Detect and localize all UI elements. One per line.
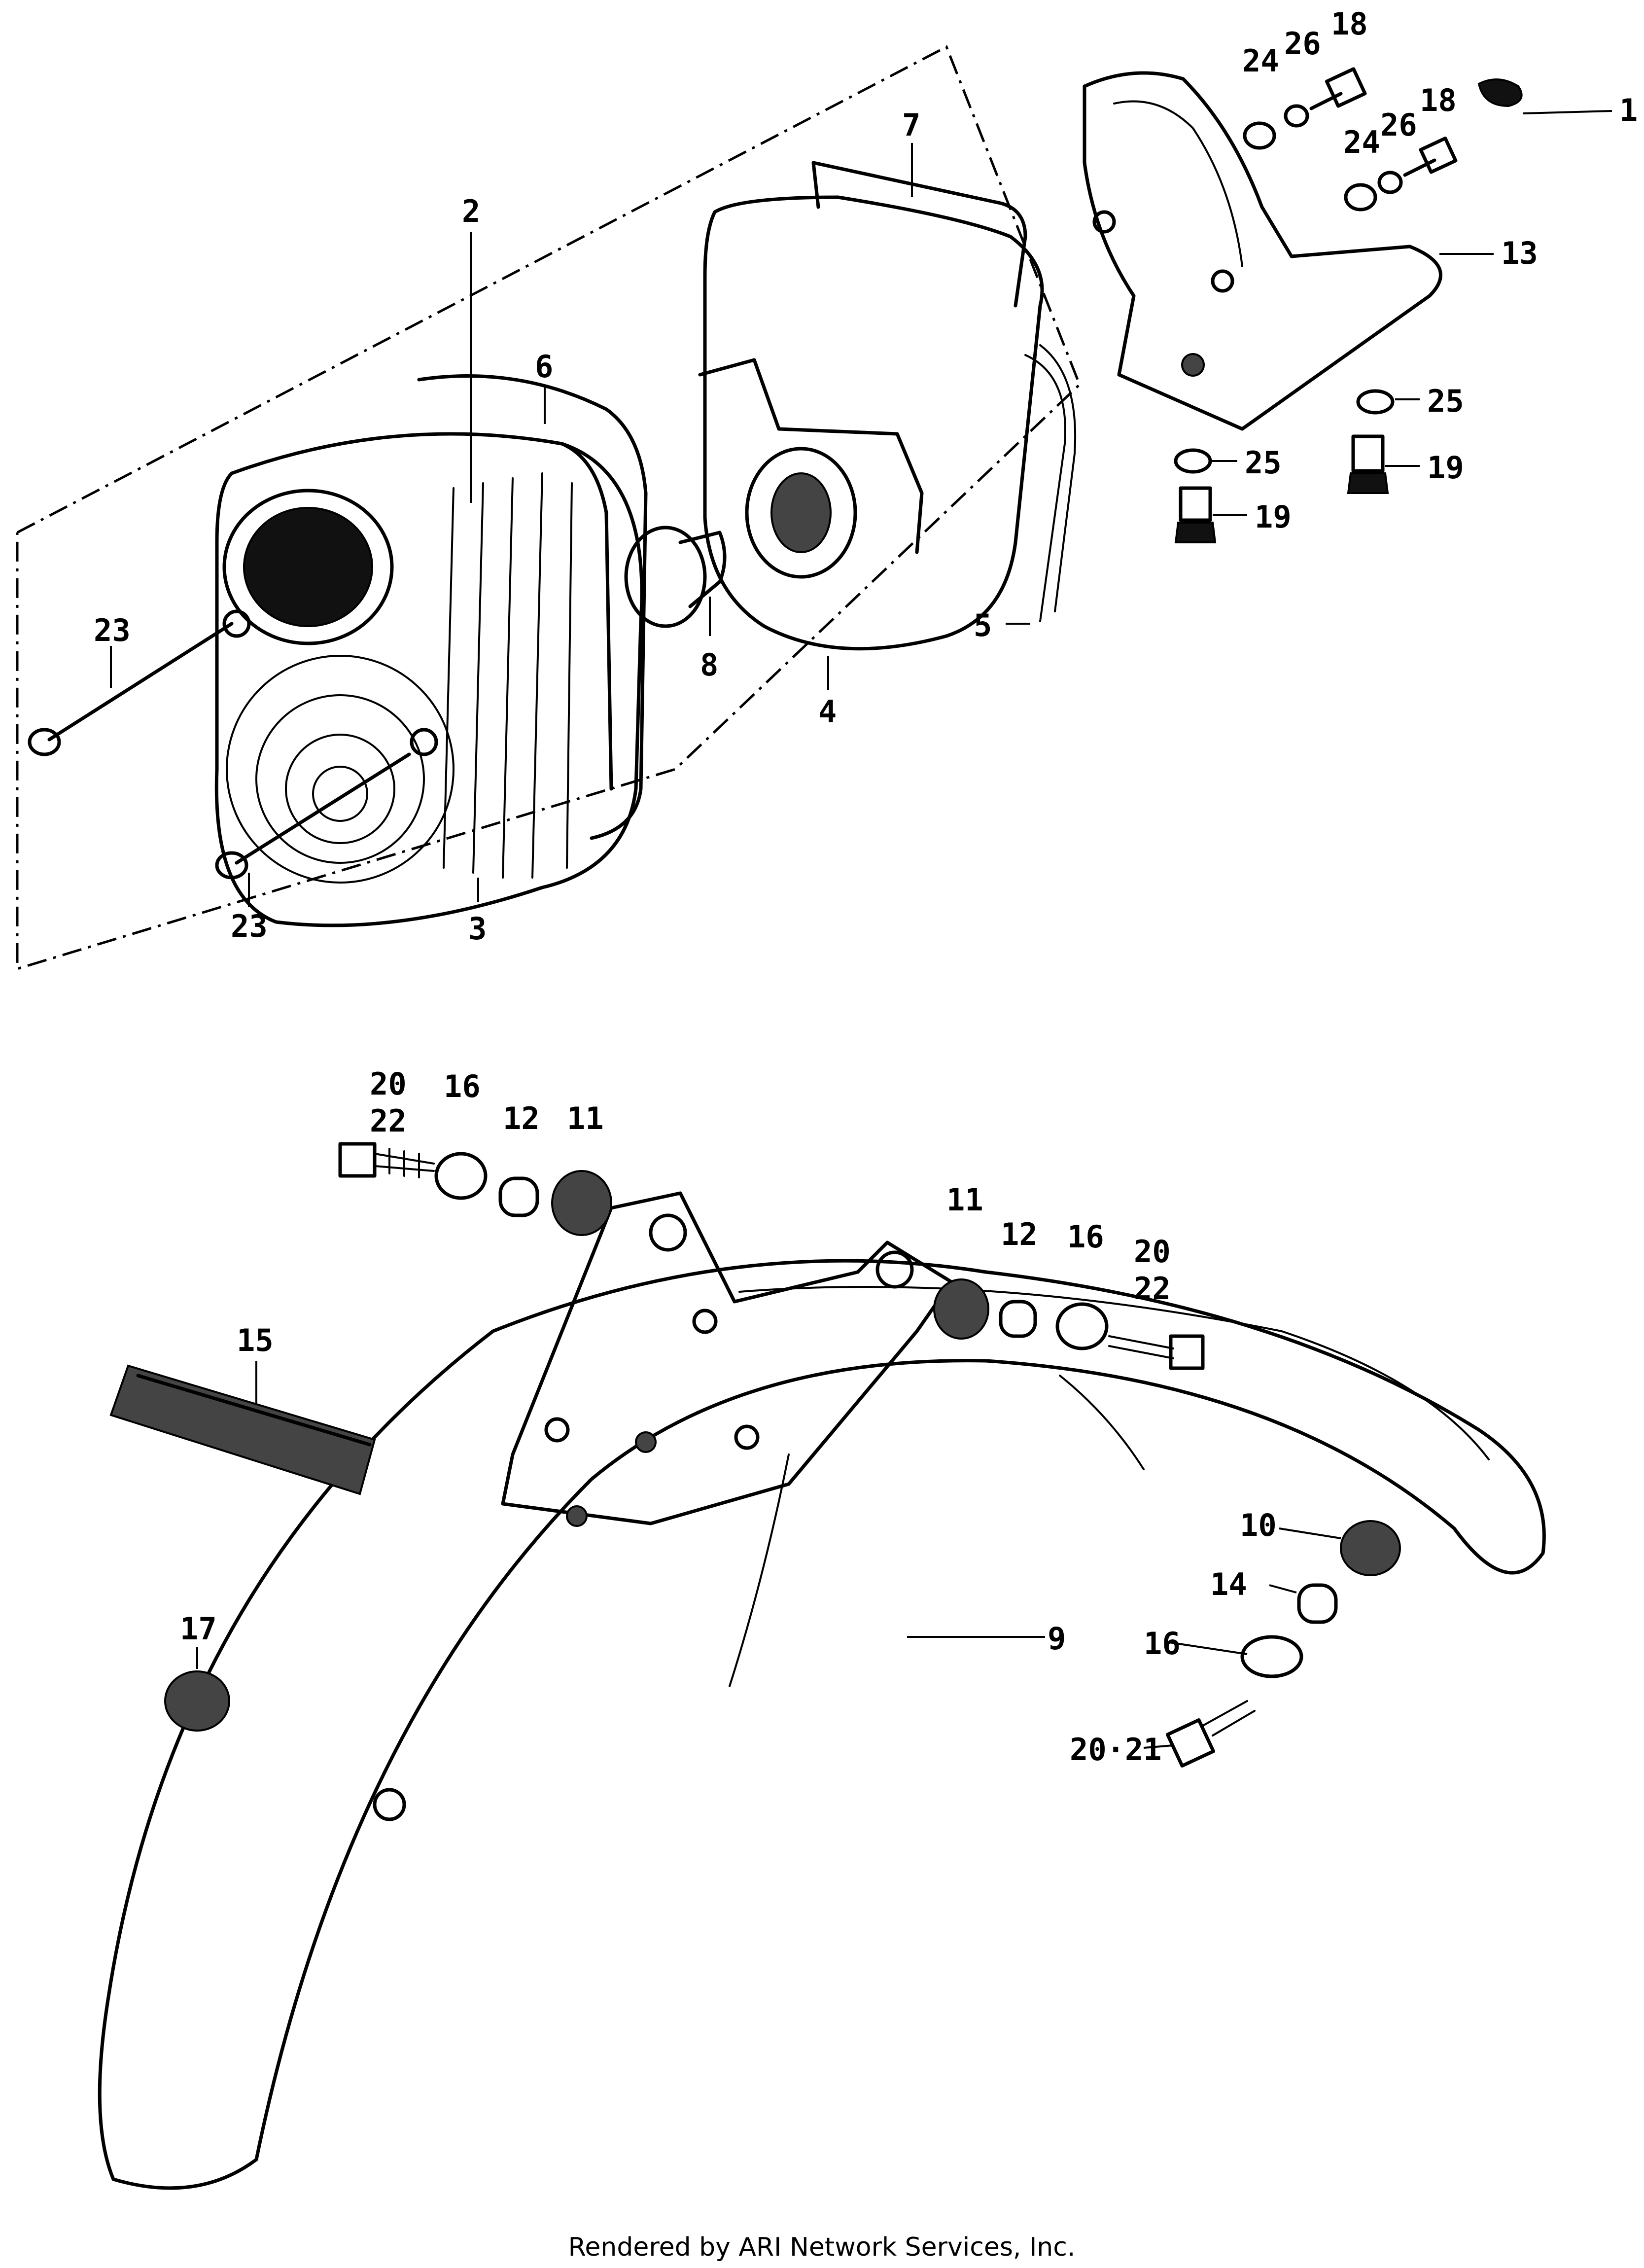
- callout-13: 13: [1501, 235, 1538, 271]
- footer-credit: Rendered by ARI Network Services, Inc.: [568, 2233, 1076, 2262]
- callout-20-21: 20·21: [1070, 1732, 1162, 1768]
- bolt-18-upper[interactable]: [1309, 67, 1367, 110]
- callout-12-left: 12: [503, 1100, 540, 1136]
- housing-gasket[interactable]: [811, 161, 1027, 308]
- washer-16-right[interactable]: [1055, 1302, 1109, 1350]
- callout-18-upper: 18: [1331, 6, 1368, 42]
- taillight-bracket[interactable]: [1083, 71, 1442, 431]
- callout-25-right: 25: [1427, 383, 1464, 419]
- callout-11-left: 11: [567, 1100, 604, 1136]
- callout-16-lower: 16: [1144, 1626, 1181, 1662]
- callout-4: 4: [818, 694, 837, 730]
- callout-3: 3: [468, 911, 487, 947]
- reflector-strip[interactable]: [109, 1364, 376, 1495]
- callout-23-lower: 23: [231, 908, 268, 944]
- callout-1: 1: [1619, 92, 1638, 128]
- bolt-19-right[interactable]: [1347, 434, 1389, 494]
- callout-25-left: 25: [1245, 445, 1282, 481]
- taillight-housing[interactable]: [698, 195, 1077, 651]
- collar-12-left[interactable]: [498, 1176, 539, 1217]
- collar-12-right[interactable]: [999, 1300, 1037, 1338]
- callout-22-right: 22: [1134, 1271, 1171, 1307]
- callout-26-lower: 26: [1380, 107, 1417, 143]
- washer-16-lower[interactable]: [1240, 1635, 1303, 1678]
- taillight-lens[interactable]: [214, 432, 644, 927]
- callout-16-right: 16: [1067, 1219, 1104, 1255]
- callout-15: 15: [237, 1322, 274, 1358]
- callout-19-right: 19: [1427, 450, 1464, 486]
- callout-14: 14: [1210, 1566, 1247, 1602]
- rear-fender[interactable]: [98, 1259, 1546, 2190]
- lens-screw-upper[interactable]: [28, 622, 234, 756]
- washer-26-upper[interactable]: [1284, 104, 1309, 128]
- callout-8: 8: [700, 647, 718, 683]
- washer-16-left[interactable]: [434, 1152, 488, 1200]
- bolt-19-left[interactable]: [1174, 486, 1217, 543]
- callout-16-left: 16: [444, 1068, 481, 1104]
- rubber-plug[interactable]: [164, 1670, 230, 1732]
- callout-22-left: 22: [370, 1103, 407, 1139]
- bolt-18-lower[interactable]: [1403, 137, 1458, 177]
- grommet-part-1[interactable]: [1477, 78, 1523, 107]
- callout-5: 5: [974, 607, 992, 643]
- callout-7: 7: [902, 107, 920, 143]
- taillight-assembly-frame: [16, 45, 1081, 971]
- washer-26-lower[interactable]: [1377, 171, 1403, 194]
- bolt-20-22-right[interactable]: [1108, 1334, 1205, 1370]
- callout-12-right: 12: [1001, 1216, 1038, 1252]
- callout-labels: 1 2 3 4 5 6 7 8 9 10 11 11 12 12 13 14 1…: [94, 6, 1638, 1768]
- grommet-11-left[interactable]: [551, 1170, 612, 1236]
- callout-6: 6: [535, 349, 553, 385]
- callout-26-upper: 26: [1284, 26, 1321, 62]
- callout-24-upper: 24: [1242, 43, 1279, 79]
- lens-gasket[interactable]: [417, 374, 648, 840]
- lens-screw-lower[interactable]: [215, 752, 411, 880]
- callout-17: 17: [180, 1611, 217, 1647]
- callout-2: 2: [462, 193, 480, 229]
- bolt-20-21[interactable]: [1165, 1700, 1256, 1768]
- callout-20-left: 20: [370, 1066, 407, 1102]
- bolt-20-22-left[interactable]: [338, 1142, 435, 1178]
- grommet-11-right[interactable]: [933, 1278, 989, 1340]
- callout-11-right: 11: [946, 1182, 983, 1218]
- collar-14[interactable]: [1297, 1583, 1338, 1624]
- leader-lines: [110, 110, 1612, 1749]
- washer-24-upper[interactable]: [1243, 121, 1276, 150]
- callout-20-right: 20: [1134, 1234, 1171, 1270]
- callout-24-lower: 24: [1343, 124, 1380, 160]
- fender-mount-plate[interactable]: [501, 1191, 953, 1527]
- callout-18-lower: 18: [1420, 82, 1457, 118]
- washer-24-lower[interactable]: [1344, 183, 1377, 212]
- callout-19-left: 19: [1255, 499, 1292, 535]
- washer-25-right[interactable]: [1356, 389, 1395, 415]
- callout-9: 9: [1048, 1621, 1066, 1657]
- nut-10[interactable]: [1340, 1520, 1401, 1576]
- callout-10: 10: [1240, 1507, 1277, 1543]
- callout-23-upper: 23: [94, 612, 131, 648]
- washer-25-left[interactable]: [1174, 448, 1212, 474]
